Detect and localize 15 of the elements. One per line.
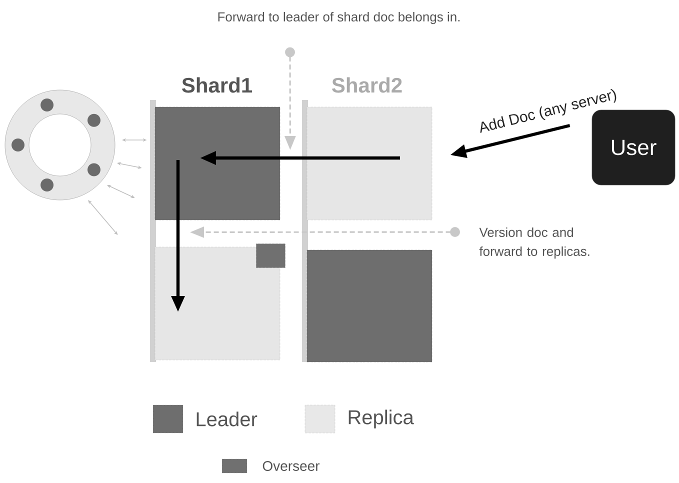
legend-label: Overseer (262, 461, 320, 471)
callout-text: Forward to leader of shard doc belongs in. (218, 12, 460, 24)
column-heading: Shard2 (332, 77, 402, 93)
leader-box (306, 250, 432, 362)
user-box: User (592, 110, 676, 186)
replica-box (154, 246, 280, 360)
legend-label: Leader (196, 412, 258, 426)
overseer-box (256, 244, 286, 268)
double-arrow (88, 200, 118, 235)
callout-text: Version doc and forward to replicas. (479, 227, 590, 259)
ring-drawing (4, 90, 116, 200)
column-heading: Shard1 (182, 77, 252, 93)
legend-label: Replica (348, 410, 414, 428)
replica-box (306, 106, 432, 220)
leader-box (154, 106, 280, 220)
